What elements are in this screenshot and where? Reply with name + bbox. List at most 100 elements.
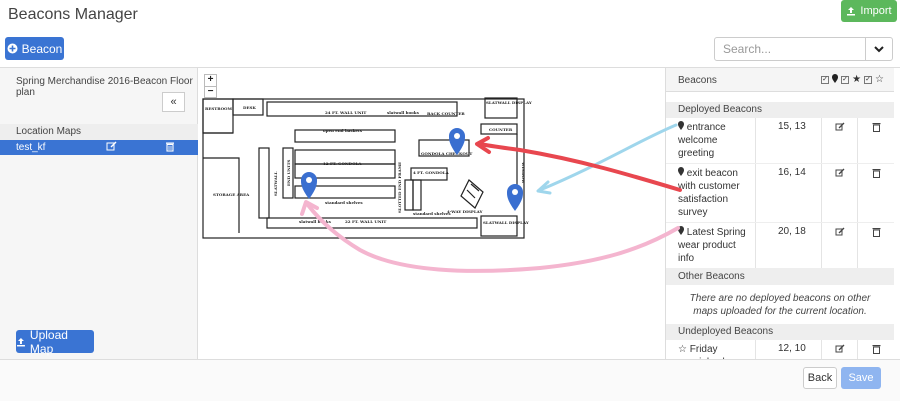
delete-beacon-button[interactable] [858, 164, 894, 222]
map-canvas[interactable]: RESTROOM DESK 24 FT. WALL UNIT slatwall … [199, 68, 665, 359]
map-pin-icon [678, 226, 684, 235]
map-label-open-end-baskets: open end baskets [323, 128, 363, 133]
trash-icon [872, 123, 880, 132]
beacon-name: Latest Spring wear product info [678, 227, 746, 264]
map-label-standard-shelves-a: standard shelves [325, 200, 363, 205]
zoom-control: + − [204, 74, 217, 98]
location-map-name: test_kf [16, 142, 46, 153]
edit-beacon-button[interactable] [822, 223, 858, 268]
back-button[interactable]: Back [803, 367, 837, 389]
page-title: Beacons Manager [8, 6, 138, 23]
deployed-beacons-heading: Deployed Beacons [666, 102, 894, 118]
map-label-gondola-12: 12 FT. GONDOLA [323, 161, 362, 166]
beacon-position: 16, 14 [756, 164, 822, 222]
save-button[interactable]: Save [841, 367, 881, 389]
filter-favorite-checkbox[interactable]: ✓ [841, 75, 850, 84]
edit-icon [835, 344, 844, 353]
beacons-panel-title: Beacons [678, 75, 717, 86]
beacon-row[interactable]: ☆ Friday special sale beacon 12, 10 [666, 340, 894, 359]
edit-icon [835, 122, 844, 131]
map-label-window: WINDOW [521, 161, 526, 184]
upload-icon [16, 337, 25, 346]
map-label-desk: DESK [243, 105, 256, 110]
map-label-gondola-4: 4 FT. GONDOLA [413, 170, 450, 175]
map-label-slatwall-display-top: SLATWALL DISPLAY [486, 100, 532, 105]
chevron-down-icon [874, 45, 884, 52]
import-label: Import [860, 5, 892, 17]
edit-icon [835, 168, 844, 177]
star-filled-icon: ★ [852, 74, 862, 85]
beacon-pin-latest-spring[interactable] [301, 172, 317, 199]
header-divider [0, 67, 900, 68]
trash-icon[interactable] [165, 141, 175, 152]
zoom-in-button[interactable]: + [207, 74, 214, 85]
map-label-slatwall-left: SLATWALL [273, 171, 278, 196]
edit-beacon-button[interactable] [822, 164, 858, 222]
beacon-name: exit beacon with customer satisfaction s… [678, 168, 740, 218]
trash-icon [872, 228, 880, 237]
beacons-panel-header: Beacons ✓ ✓ ★ ✓ ☆ [666, 68, 894, 92]
search-dropdown-toggle[interactable] [865, 37, 893, 61]
edit-icon [835, 227, 844, 236]
undeployed-beacons-heading: Undeployed Beacons [666, 324, 894, 340]
beacon-name: Friday special sale beacon [678, 344, 730, 359]
edit-icon[interactable] [106, 141, 117, 152]
floor-plan-image: RESTROOM DESK 24 FT. WALL UNIT slatwall … [202, 97, 532, 239]
map-pin-icon [678, 167, 684, 176]
edit-beacon-button[interactable] [822, 118, 858, 163]
star-outline-icon: ☆ [678, 344, 687, 355]
map-label-standard-shelves-b: standard shelves [413, 211, 451, 216]
zoom-out-button[interactable]: − [205, 86, 216, 97]
import-button[interactable]: Import [841, 0, 897, 22]
beacon-row[interactable]: Latest Spring wear product info 20, 18 [666, 223, 894, 269]
edit-beacon-button[interactable] [822, 340, 858, 359]
map-label-slatwall-display-bottom: SLATWALL DISPLAY [483, 220, 529, 225]
trash-icon [872, 345, 880, 354]
delete-beacon-button[interactable] [858, 223, 894, 268]
map-label-end-units: END UNITS [286, 159, 291, 186]
beacon-position: 12, 10 [756, 340, 822, 359]
other-beacons-empty-message: There are no deployed beacons on other m… [689, 293, 871, 317]
delete-beacon-button[interactable] [858, 340, 894, 359]
plus-circle-icon [7, 43, 18, 54]
map-pin-icon [832, 74, 839, 85]
map-label-storage-area: STORAGE AREA [213, 192, 250, 197]
map-label-slatwall-books-bottom: slatwall books [299, 219, 332, 224]
footer: Back Save [0, 360, 900, 401]
beacon-pin-entrance[interactable] [507, 184, 523, 211]
beacon-name: entrance welcome greeting [678, 122, 726, 159]
filter-undeployed-checkbox[interactable]: ✓ [864, 75, 873, 84]
filter-deployed-checkbox[interactable]: ✓ [821, 75, 830, 84]
add-beacon-label: Beacon [21, 41, 63, 56]
map-label-slotted-end-frame: SLOTTED END FRAME [397, 162, 402, 213]
beacons-panel: Beacons ✓ ✓ ★ ✓ ☆ Deployed Beacons entra… [665, 68, 894, 359]
map-label-wall-unit-24: 24 FT. WALL UNIT [325, 110, 366, 115]
beacon-row[interactable]: entrance welcome greeting 15, 13 [666, 118, 894, 164]
map-label-wall-unit-22: 22 FT. WALL UNIT [345, 219, 386, 224]
beacon-pin-exit[interactable] [449, 128, 465, 155]
map-label-counter: COUNTER [489, 127, 513, 132]
map-label-gondola-checkout: GONDOLA CHECKOUT [421, 151, 472, 156]
upload-map-label: Upload Map [29, 327, 68, 356]
search-input[interactable] [714, 37, 866, 61]
other-beacons-heading: Other Beacons [666, 269, 894, 285]
beacon-position: 15, 13 [756, 118, 822, 163]
trash-icon [872, 169, 880, 178]
star-outline-icon: ☆ [875, 74, 884, 85]
collapse-panel-button[interactable]: « [162, 92, 185, 112]
beacon-row[interactable]: exit beacon with customer satisfaction s… [666, 164, 894, 223]
upload-icon [847, 7, 856, 16]
map-label-back-counter: BACK COUNTER [427, 111, 465, 116]
map-pin-icon [678, 121, 684, 130]
map-label-4-way-display: 4-WAY DISPLAY [447, 209, 483, 214]
location-maps-heading: Location Maps [0, 124, 198, 140]
delete-beacon-button[interactable] [858, 118, 894, 163]
location-map-item[interactable]: test_kf [0, 140, 198, 155]
floor-plan-name: Spring Merchandise 2016-Beacon Floor pla… [16, 76, 193, 98]
map-label-slatwall-books-top: slatwall books [387, 110, 420, 115]
map-label-restroom: RESTROOM [205, 106, 233, 111]
left-panel: Spring Merchandise 2016-Beacon Floor pla… [0, 68, 198, 359]
add-beacon-button[interactable]: Beacon [5, 37, 64, 60]
upload-map-button[interactable]: Upload Map [16, 327, 94, 356]
beacon-filters: ✓ ✓ ★ ✓ ☆ [821, 74, 884, 85]
